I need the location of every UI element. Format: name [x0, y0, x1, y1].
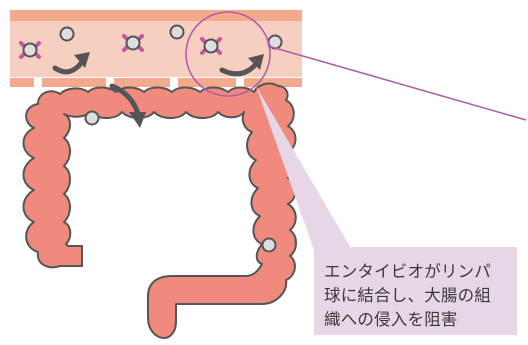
vessel-top-wall	[10, 10, 302, 21]
lymphocyte-icon	[61, 28, 74, 41]
callout-line: エンタイビオがリンパ	[324, 260, 517, 284]
lymphocyte-bound-3	[202, 39, 220, 53]
lymphocyte-bound-1	[21, 43, 39, 57]
blood-vessel	[10, 10, 302, 87]
lymphocyte-icon	[171, 26, 184, 39]
callout-line: 織への侵入を阻害	[324, 308, 517, 332]
callout-box: エンタイビオがリンパ 球に結合し、大腸の組 織への侵入を阻害	[314, 247, 517, 335]
lymphocyte-icon	[263, 239, 276, 252]
callout-line: 球に結合し、大腸の組	[324, 284, 517, 308]
lymphocyte-icon	[86, 112, 99, 125]
colon	[24, 84, 297, 338]
lymphocyte-bound-2	[124, 36, 142, 50]
zoom-line	[268, 46, 526, 120]
